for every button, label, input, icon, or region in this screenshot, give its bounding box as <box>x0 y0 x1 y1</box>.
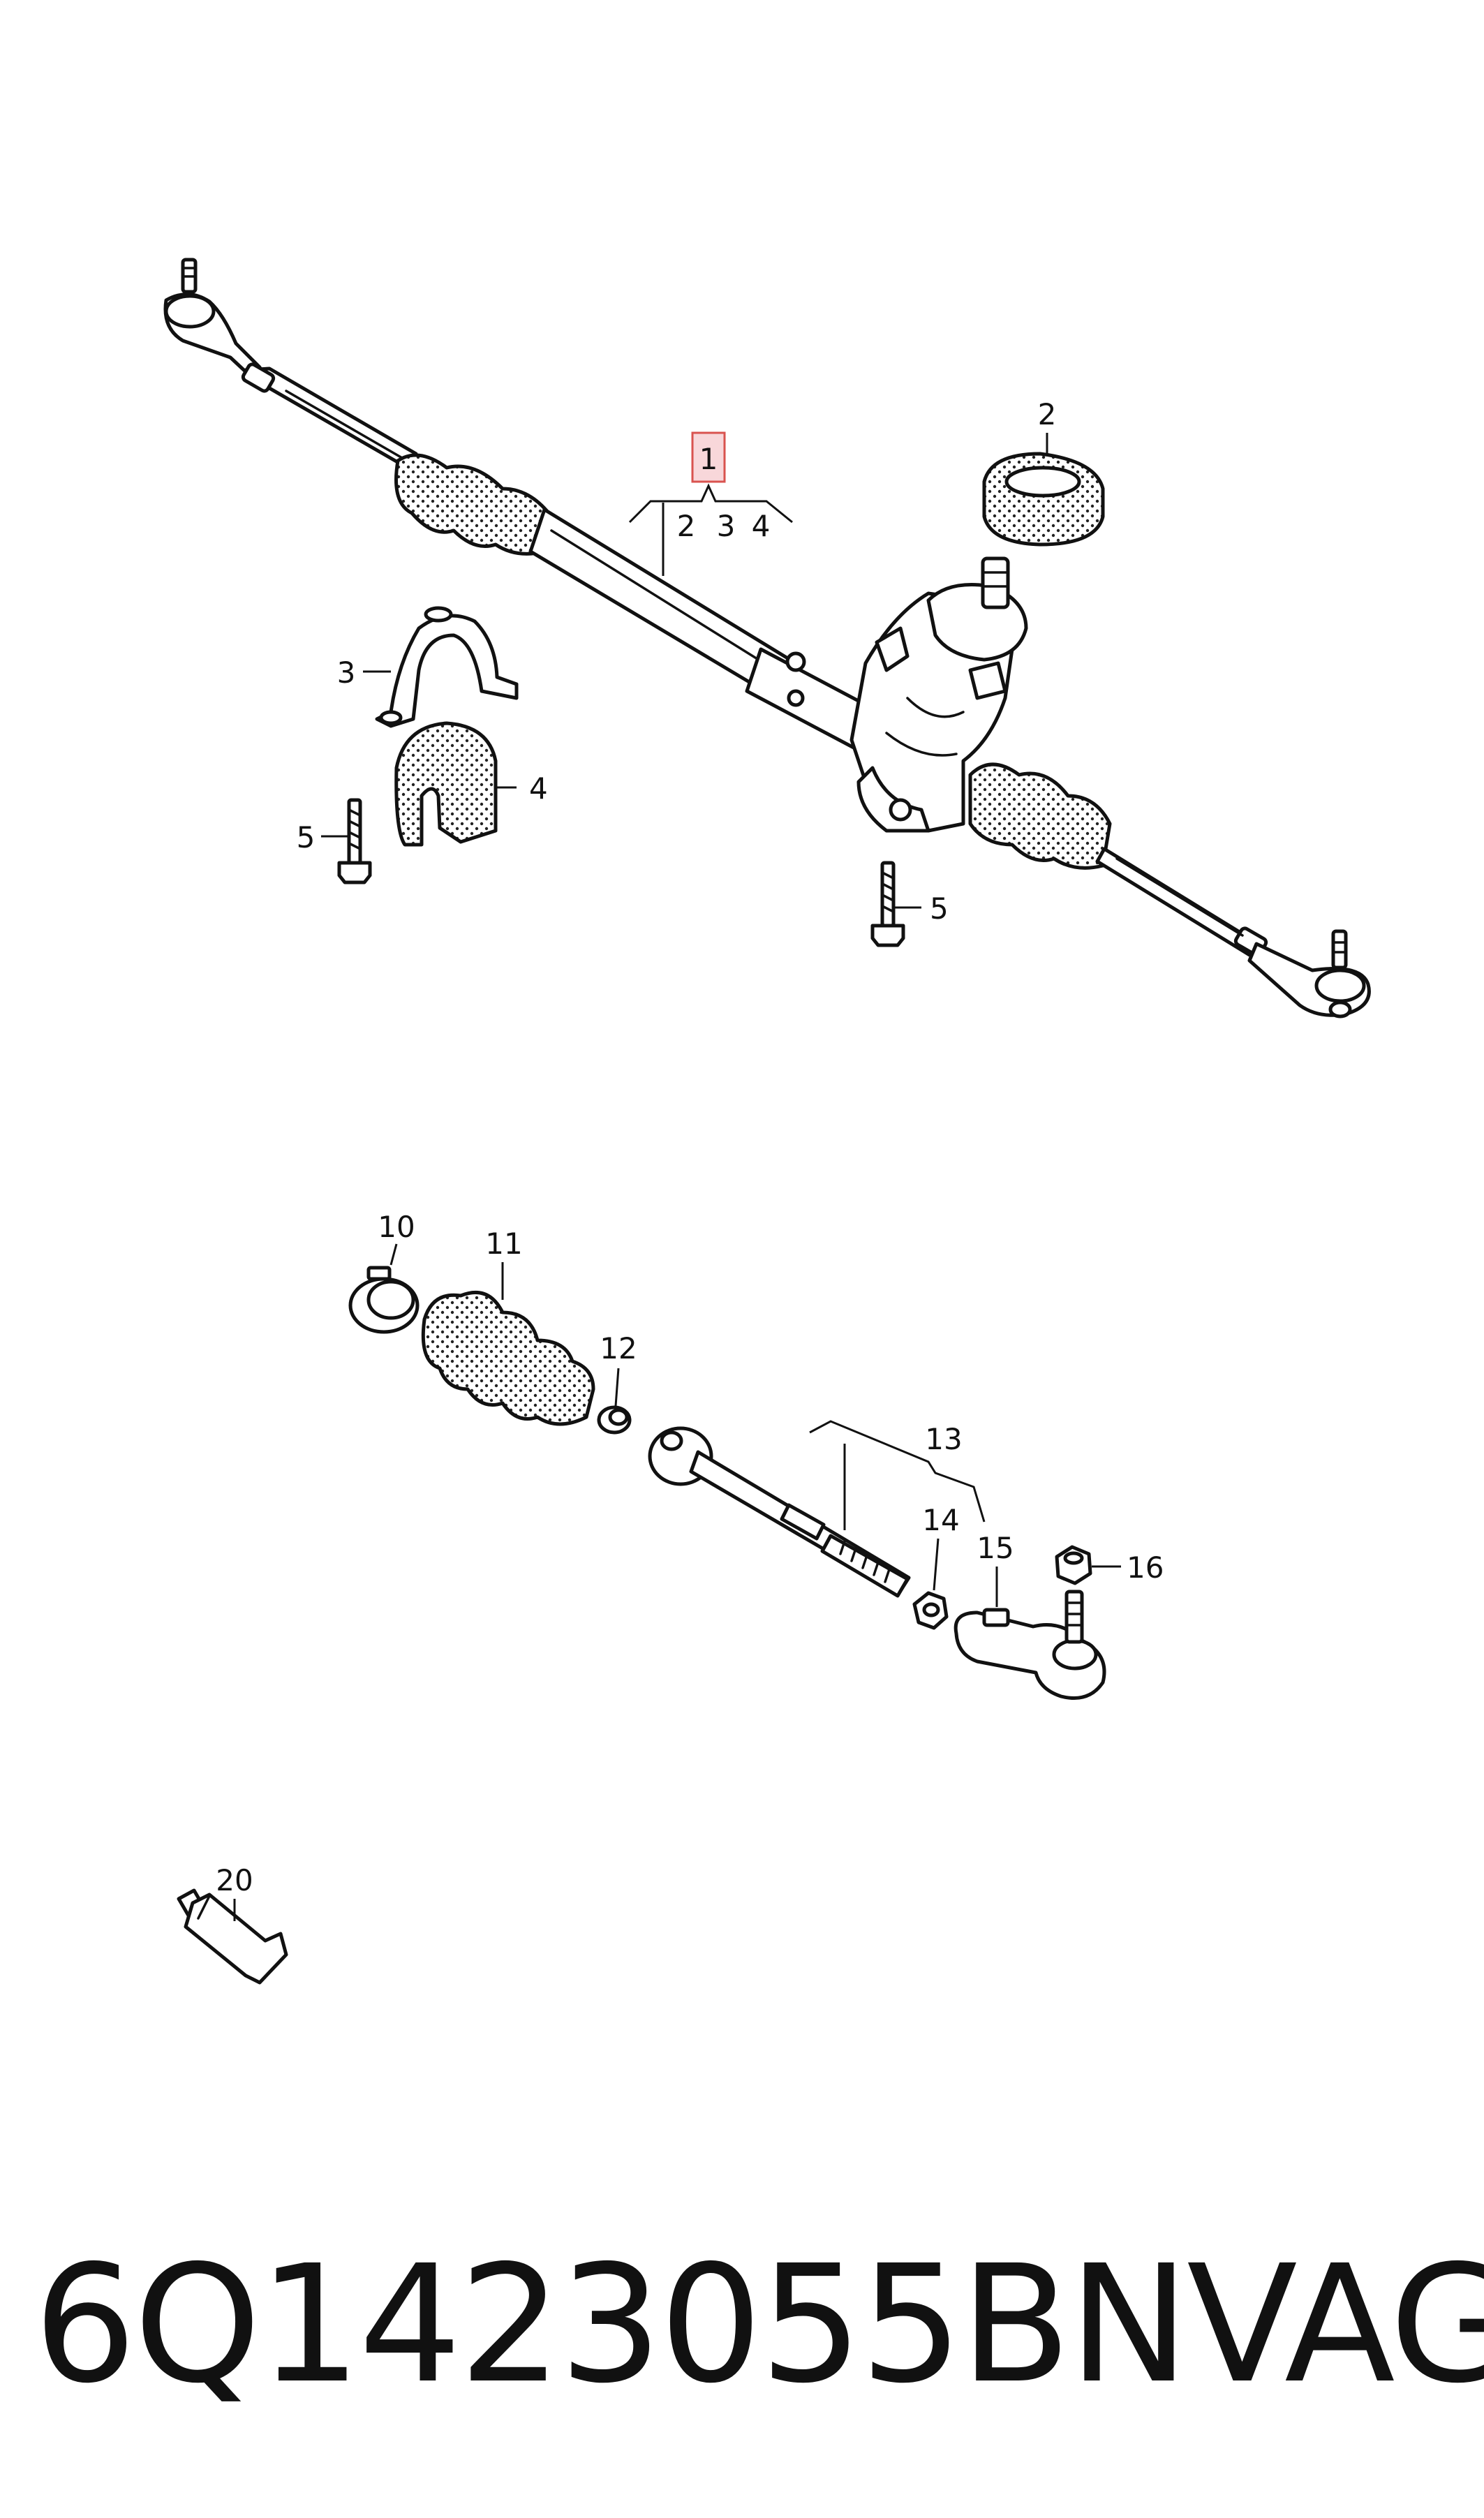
part-11-bellows-boot: 11 <box>421 1227 595 1426</box>
part-10-clamp-ring: 10 <box>348 1210 420 1334</box>
callout-1-assembly: 1 2 3 4 <box>628 431 793 576</box>
part-12-small-clamp: 12 <box>597 1331 637 1435</box>
callout-1-sub-3: 3 <box>717 509 736 543</box>
left-tie-rod-end <box>163 258 262 379</box>
callout-1-sub-4: 4 <box>752 509 771 543</box>
part-14-nut: 14 <box>912 1503 960 1630</box>
part-5-bolt-left: 5 <box>297 798 372 884</box>
steering-rack-assembly <box>163 258 1371 1019</box>
part-3-clamp-bracket: 3 <box>337 606 519 728</box>
right-tie-rod <box>1095 847 1268 957</box>
brand-text: VAG <box>1187 2230 1484 2419</box>
callout-10-label: 10 <box>378 1210 415 1244</box>
callout-2-label: 2 <box>1038 397 1057 431</box>
part-2-mounting-pad: 2 <box>982 397 1105 547</box>
right-tie-rod-end <box>1247 929 1371 1019</box>
callout-1-sub-2: 2 <box>677 509 696 543</box>
callout-1-highlight <box>691 431 726 483</box>
part-4-bush: 4 <box>394 721 548 847</box>
callout-15-label: 15 <box>977 1531 1014 1565</box>
part-20-grease-tube: 20 <box>177 1863 288 1985</box>
part-16-lock-nut: 16 <box>1055 1545 1164 1585</box>
rack-housing-tube <box>528 508 882 756</box>
right-bellows-boot <box>968 762 1112 870</box>
part-15-tie-rod-end: 15 <box>954 1531 1106 1700</box>
callout-13-label: 13 <box>925 1422 962 1456</box>
callout-5-label-right: 5 <box>930 891 949 926</box>
callout-11-label: 11 <box>485 1227 522 1261</box>
left-bellows-boot <box>394 453 554 556</box>
callout-4-label: 4 <box>529 771 548 806</box>
footer-part-info: 6Q1423055BN VAG <box>34 2220 1484 2429</box>
steering-gear-housing <box>849 556 1028 833</box>
callout-20-label: 20 <box>216 1863 253 1897</box>
callout-14-label: 14 <box>922 1503 959 1537</box>
callout-5-label-left: 5 <box>297 820 316 854</box>
callout-1-label: 1 <box>699 442 718 476</box>
callout-12-label: 12 <box>600 1331 637 1365</box>
callout-3-label: 3 <box>337 656 356 690</box>
part-number-text: 6Q1423055BN <box>34 2230 1189 2419</box>
left-tie-rod <box>241 362 418 468</box>
callout-16-label: 16 <box>1127 1550 1164 1585</box>
part-13-inner-tie-rod: 13 <box>648 1420 986 1598</box>
part-5-bolt-right: 5 <box>870 861 949 947</box>
